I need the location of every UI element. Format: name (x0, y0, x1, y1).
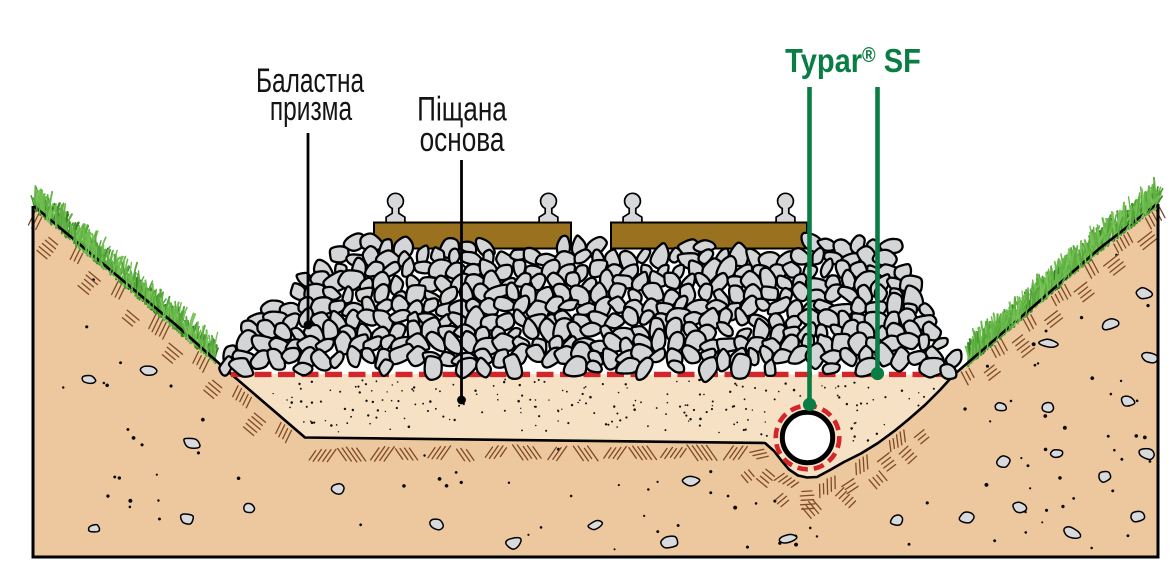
svg-text:Піщана: Піщана (417, 91, 507, 128)
svg-text:Typar® SF: Typar® SF (785, 42, 921, 79)
svg-text:основа: основа (420, 122, 505, 159)
svg-text:Баластна: Баластна (256, 62, 365, 100)
svg-text:призма: призма (270, 90, 353, 128)
